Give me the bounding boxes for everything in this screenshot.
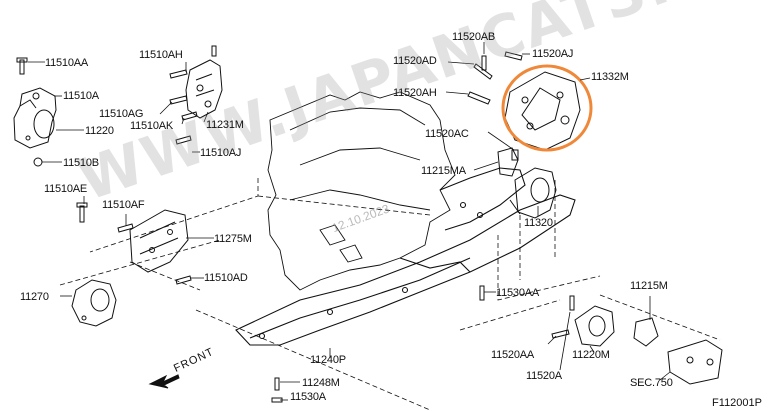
part-label-11510ah[interactable]: 11510AH — [139, 49, 183, 61]
part-label-11320[interactable]: 11320 — [524, 217, 553, 229]
bolt-11520ac — [511, 149, 519, 161]
part-label-11520aj[interactable]: 11520AJ — [532, 48, 574, 60]
part-label-11520ad[interactable]: 11520AD — [393, 55, 437, 67]
bolt-11520aj — [504, 51, 523, 61]
part-label-11215m[interactable]: 11215M — [630, 280, 668, 292]
bolt-11510ah — [169, 69, 188, 79]
part-label-11215ma[interactable]: 11215MA — [421, 165, 466, 177]
part-label-11520a[interactable]: 11520A — [526, 370, 562, 382]
part-label-11520aa[interactable]: 11520AA — [491, 349, 535, 361]
bolt-11510ak — [181, 111, 198, 121]
nut-11510b — [33, 157, 43, 167]
highlight-circle — [501, 64, 593, 152]
part-label-11520ac[interactable]: 11520AC — [425, 128, 469, 140]
bolt-11520ab — [481, 55, 487, 71]
bolt-11520ad — [473, 63, 493, 80]
front-arrow-icon — [148, 374, 180, 389]
part-label-11231m[interactable]: 11231M — [206, 119, 244, 131]
part-label-11530a[interactable]: 11530A — [290, 391, 326, 403]
bracket-11215m — [633, 317, 723, 385]
part-label-11248m[interactable]: 11248M — [302, 377, 340, 389]
part-label-11510aj[interactable]: 11510AJ — [200, 147, 242, 159]
mount-11220 — [13, 87, 57, 149]
mount-11220m — [574, 305, 615, 347]
part-label-11510ae[interactable]: 11510AE — [44, 183, 88, 195]
part-label-11220[interactable]: 11220 — [85, 125, 114, 137]
bolt-11520ah — [467, 91, 491, 105]
part-label-11530aa[interactable]: 11530AA — [496, 287, 540, 299]
part-label-11510a[interactable]: 11510A — [63, 90, 99, 102]
bolt-11510ag — [169, 95, 188, 105]
bolt-11510aa — [16, 57, 28, 75]
bolt-11510ad — [175, 275, 192, 285]
part-label-11240p[interactable]: 11240P — [310, 354, 346, 366]
leader-lines — [28, 42, 671, 401]
part-label-11270[interactable]: 11270 — [20, 291, 49, 303]
part-label-11510aa[interactable]: 11510AA — [45, 57, 89, 69]
engine-block — [267, 91, 456, 291]
bolt-11510af — [117, 223, 134, 233]
bolt-11510ae — [76, 202, 88, 223]
part-label-11510ag[interactable]: 11510AG — [99, 108, 144, 120]
mount-11270 — [71, 279, 117, 327]
part-label-11275m[interactable]: 11275M — [214, 233, 252, 245]
mount-11320 — [509, 167, 557, 219]
bracket-11275m — [129, 209, 189, 273]
figure-code: F112001P — [712, 397, 762, 409]
bracket-11215ma — [497, 147, 519, 177]
bolt-11530aa — [479, 285, 485, 301]
part-label-11510b[interactable]: 11510B — [63, 157, 99, 169]
bolt-11530a — [271, 397, 283, 403]
bolt-11248m — [274, 377, 280, 391]
part-label-11220m[interactable]: 11220M — [572, 349, 610, 361]
bolt-11510aj — [175, 135, 192, 145]
part-label-11510ak[interactable]: 11510AK — [130, 120, 174, 132]
bolt-11520aa — [551, 329, 570, 339]
part-label-11332m[interactable]: 11332M — [591, 71, 629, 83]
part-label-11520ah[interactable]: 11520AH — [393, 87, 437, 99]
part-label-11510af[interactable]: 11510AF — [102, 199, 145, 211]
part-label-sec750[interactable]: SEC.750 — [630, 377, 673, 389]
part-label-11520ab[interactable]: 11520AB — [452, 31, 496, 43]
crossmember-11240p — [235, 167, 576, 346]
bolt-11520a — [569, 295, 575, 311]
part-label-11510ad[interactable]: 11510AD — [204, 272, 248, 284]
